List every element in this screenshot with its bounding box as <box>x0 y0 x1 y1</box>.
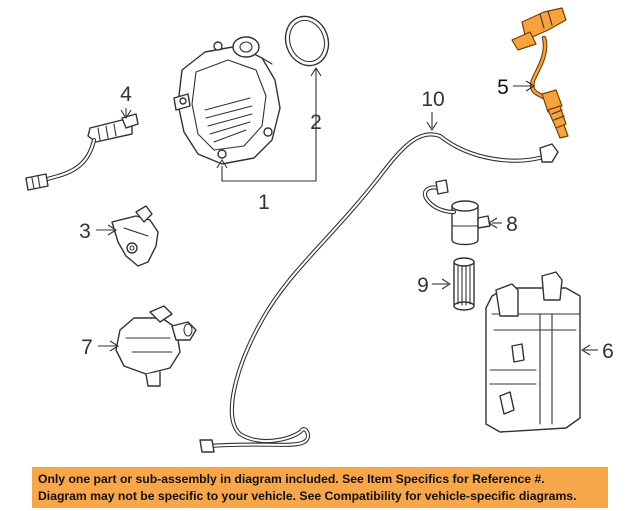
callout-7: 7 <box>81 336 93 359</box>
disclaimer-line-2: Diagram may not be specific to your vehi… <box>38 488 577 503</box>
leader-lines-1-2 <box>216 66 322 182</box>
part-2-o-ring <box>284 15 330 67</box>
part-9-filter <box>453 257 475 311</box>
leader-3-arrow <box>107 224 118 236</box>
leader-9-arrow <box>441 278 452 290</box>
leader-4-arrow <box>120 109 132 120</box>
disclaimer-line-1: Only one part or sub-assembly in diagram… <box>38 472 545 486</box>
part-8-purge-valve <box>422 179 491 246</box>
callout-10: 10 <box>421 88 444 111</box>
part-6-canister <box>485 271 581 433</box>
part-4-sensor <box>25 113 139 191</box>
callout-8: 8 <box>506 213 518 236</box>
leader-6-arrow <box>580 344 591 356</box>
callout-3: 3 <box>79 220 91 243</box>
part-1-vacuum-pump <box>173 36 281 165</box>
disclaimer-banner: Only one part or sub-assembly in diagram… <box>32 467 608 508</box>
part-7-valve <box>115 305 197 387</box>
part-3-bracket <box>111 205 159 267</box>
callout-9: 9 <box>417 274 429 297</box>
leader-8-arrow <box>487 217 498 229</box>
callout-1: 1 <box>258 191 270 214</box>
callout-2: 2 <box>310 111 322 134</box>
leader-10-arrow <box>426 121 438 132</box>
callout-5: 5 <box>497 76 509 99</box>
part-5-oxygen-sensor-highlighted <box>511 7 569 139</box>
part-10-hose <box>199 132 559 453</box>
callout-6: 6 <box>602 340 614 363</box>
leader-7-arrow <box>109 340 120 352</box>
leader-5-arrow <box>525 80 536 92</box>
callout-4: 4 <box>120 83 132 106</box>
